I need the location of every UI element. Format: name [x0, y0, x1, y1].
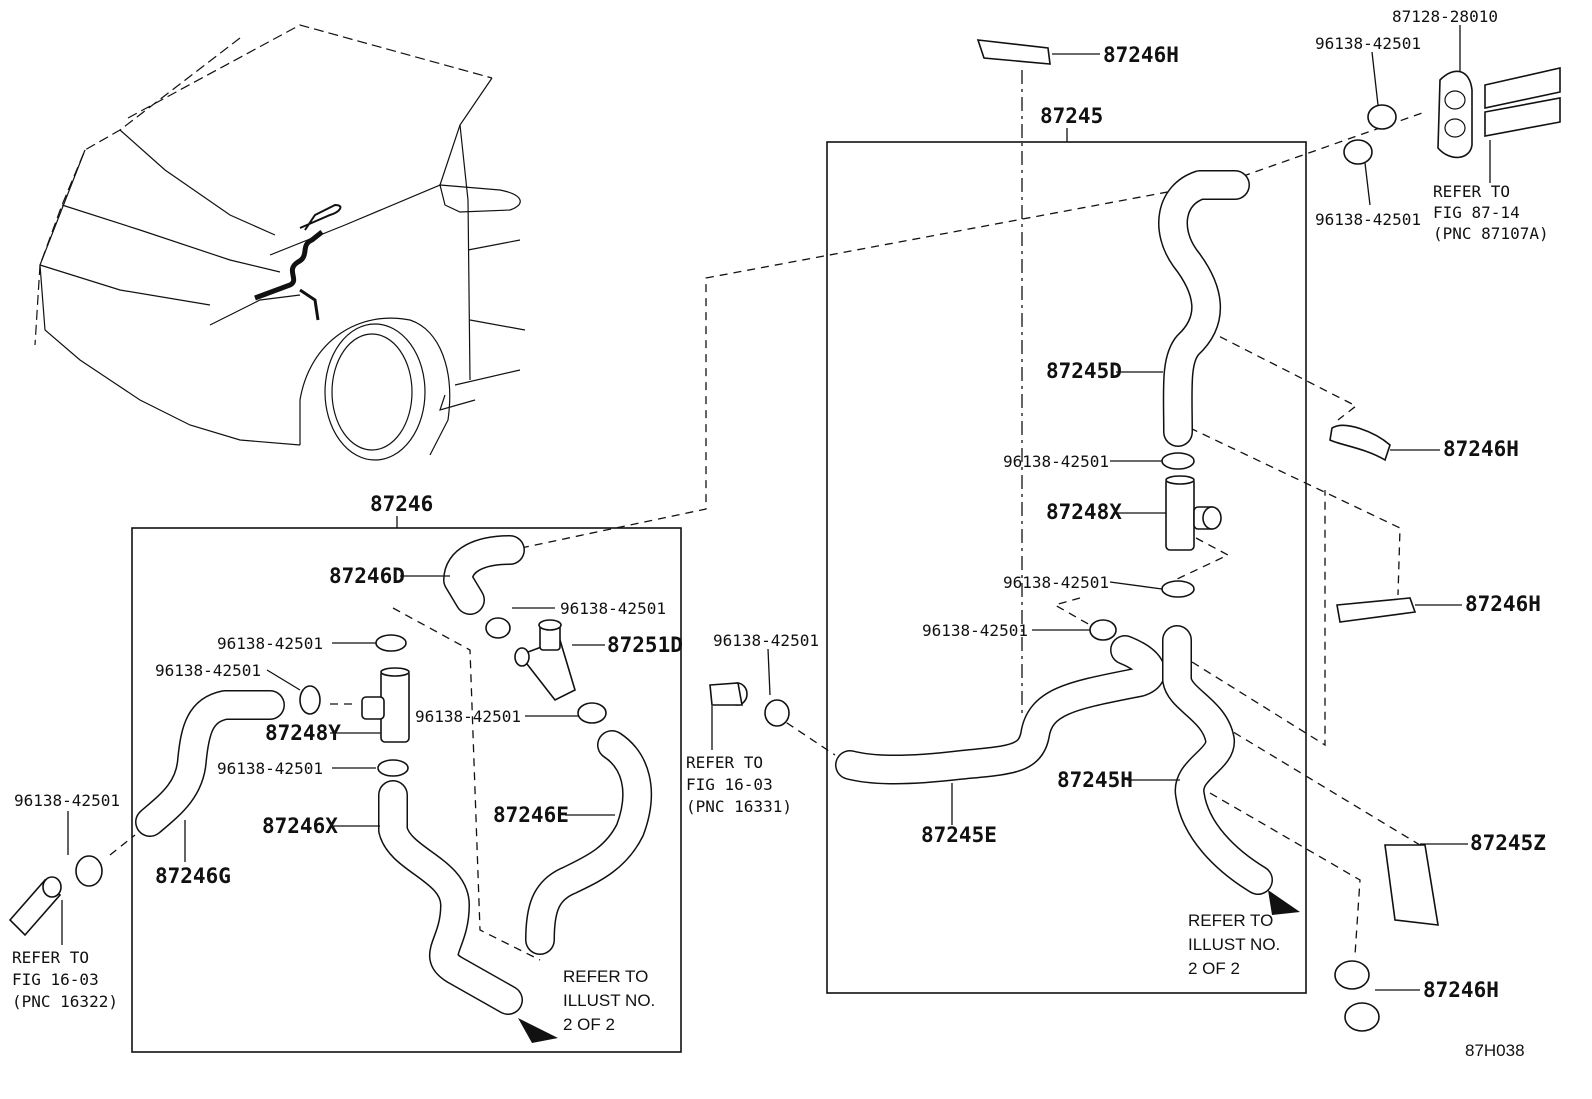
svg-text:REFER TO: REFER TO [12, 948, 89, 967]
part-label-clamp-top1: 96138-42501 [1315, 34, 1421, 53]
svg-text:2 OF 2: 2 OF 2 [1188, 959, 1240, 978]
part-label-clamp-r1: 96138-42501 [1003, 452, 1109, 471]
svg-text:(PNC 16322): (PNC 16322) [12, 992, 118, 1011]
svg-text:REFER TO: REFER TO [1433, 182, 1510, 201]
joint-87248X [1165, 475, 1222, 551]
part-label-87245Z: 87245Z [1470, 831, 1546, 855]
part-label-87248X: 87248X [1046, 500, 1122, 524]
part-label-clamp-l5: 96138-42501 [217, 759, 323, 778]
svg-text:FIG 16-03: FIG 16-03 [12, 970, 99, 989]
hose-87245E [835, 635, 1166, 785]
part-label-clamp-top2: 96138-42501 [1315, 210, 1421, 229]
group-label-87246: 87246 [370, 492, 433, 516]
part-label-clamp-l2: 96138-42501 [217, 634, 323, 653]
part-label-87246H-top: 87246H [1103, 43, 1179, 67]
part-label-87251D: 87251D [607, 633, 683, 657]
svg-text:REFER TO: REFER TO [1188, 911, 1273, 930]
reference-pipes [8, 682, 743, 937]
svg-text:FIG 16-03: FIG 16-03 [686, 775, 773, 794]
hose-87245H [1162, 625, 1273, 895]
part-label-clamp-l4: 96138-42501 [415, 707, 521, 726]
part-label-87246H-r3: 87246H [1423, 978, 1499, 1002]
bracket-icons [976, 39, 1439, 1032]
svg-text:2 OF 2: 2 OF 2 [563, 1015, 615, 1034]
part-label-87246E: 87246E [493, 803, 569, 827]
grommet-87128-28010 [1437, 66, 1561, 159]
group-label-87245: 87245 [1040, 104, 1103, 128]
arrow-icon [1268, 890, 1300, 915]
vehicle-outline-illustration [34, 24, 526, 461]
part-label-clamp-r3: 96138-42501 [922, 621, 1028, 640]
reference-note-fig-16-03-pnc-16322[interactable]: REFER TO FIG 16-03 (PNC 16322) [12, 948, 118, 1011]
part-label-clamp-r2: 96138-42501 [1003, 573, 1109, 592]
svg-text:FIG 87-14: FIG 87-14 [1433, 203, 1520, 222]
arrow-icon [518, 1018, 558, 1043]
part-label-87246X: 87246X [262, 814, 338, 838]
part-label-87246G: 87246G [155, 864, 231, 888]
reference-note-illust-2-left[interactable]: REFER TO ILLUST NO. 2 OF 2 [563, 967, 655, 1034]
hose-87245D [1158, 170, 1250, 447]
joint-87248Y [361, 667, 410, 743]
part-label-87245E: 87245E [921, 823, 997, 847]
group-box-87246 [131, 527, 682, 1053]
part-label-87246D: 87246D [329, 564, 405, 588]
hose-87246G [135, 690, 285, 837]
svg-text:ILLUST NO.: ILLUST NO. [563, 991, 655, 1010]
part-label-87245D: 87245D [1046, 359, 1122, 383]
svg-text:REFER TO: REFER TO [563, 967, 648, 986]
svg-text:(PNC 16331): (PNC 16331) [686, 797, 792, 816]
reference-note-illust-2-right[interactable]: REFER TO ILLUST NO. 2 OF 2 [1188, 911, 1280, 978]
part-label-87248Y: 87248Y [265, 721, 341, 745]
leader-lines [61, 25, 1491, 991]
part-label-clamp-far-left: 96138-42501 [14, 791, 120, 810]
hose-87246D [443, 535, 525, 615]
figure-code: 87H038 [1465, 1041, 1525, 1060]
part-label-87246H-r1: 87246H [1443, 437, 1519, 461]
hose-87246E [525, 730, 653, 955]
svg-text:(PNC 87107A): (PNC 87107A) [1433, 224, 1549, 243]
part-label-clamp-l1: 96138-42501 [560, 599, 666, 618]
joint-87251D [514, 619, 576, 702]
part-label-87128-28010: 87128-28010 [1392, 7, 1498, 26]
reference-note-fig-87-14[interactable]: REFER TO FIG 87-14 (PNC 87107A) [1433, 182, 1549, 243]
hose-87246X [378, 780, 523, 1015]
part-label-clamp-mid: 96138-42501 [713, 631, 819, 650]
part-label-clamp-l3: 96138-42501 [155, 661, 261, 680]
part-label-87245H: 87245H [1057, 768, 1133, 792]
svg-text:REFER TO: REFER TO [686, 753, 763, 772]
svg-text:ILLUST NO.: ILLUST NO. [1188, 935, 1280, 954]
part-label-87246H-r2: 87246H [1465, 592, 1541, 616]
reference-note-fig-16-03-pnc-16331[interactable]: REFER TO FIG 16-03 (PNC 16331) [686, 753, 792, 816]
dashed-connectors [109, 70, 1426, 961]
